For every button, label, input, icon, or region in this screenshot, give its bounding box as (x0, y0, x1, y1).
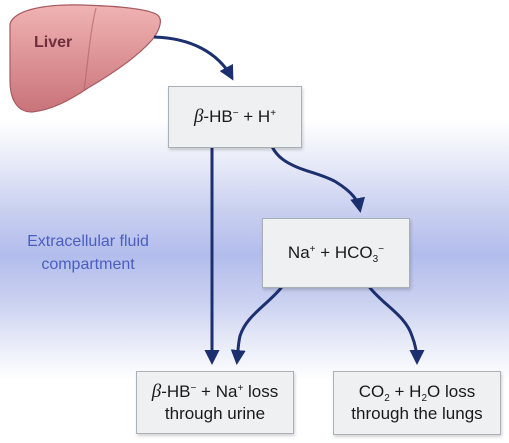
co2-subscript: 2 (384, 393, 390, 404)
plus-h-text: + H (238, 107, 271, 126)
region-label-line2: compartment (41, 256, 135, 273)
na-text: Na (287, 243, 310, 262)
arrow-middle-to-right (358, 269, 425, 365)
liver-label: Liver (34, 34, 73, 51)
loss-text: loss (243, 381, 279, 401)
plus-hco-text: + HCO (315, 243, 373, 262)
beta-symbol: β (193, 106, 204, 127)
beta-hb-h-box: β-HB− + H+ (168, 86, 302, 148)
region-label: Extracellular fluid compartment (8, 230, 168, 276)
region-label-line1: Extracellular fluid (27, 233, 149, 250)
h2-subscript: 2 (421, 393, 428, 404)
lungs-loss-box: CO2 + H2O loss through the lungs (333, 371, 501, 435)
na-charge-left: + (237, 382, 244, 394)
na-charge: + (309, 244, 316, 255)
h-charge: + (270, 108, 277, 119)
lungs-line: through the lungs (351, 404, 483, 423)
hb-charge: − (232, 108, 239, 119)
liver-illustration (9, 4, 161, 113)
co-text: CO (358, 382, 385, 401)
beta-symbol-left: β (151, 380, 162, 402)
hco3-subscript: 3 (372, 254, 379, 265)
urine-loss-box: β-HB− + Na+ loss through urine (136, 371, 294, 434)
arrow-liver-to-top (153, 35, 234, 81)
plus-na-text: + Na (196, 381, 238, 401)
hb-charge-left: − (190, 382, 197, 394)
urine-line: through urine (164, 403, 266, 423)
hb-text-left: -HB (161, 381, 191, 401)
o-loss-text: O loss (427, 382, 476, 401)
plus-h2-text: + H (389, 382, 422, 401)
arrow-middle-to-left (230, 269, 294, 365)
hco3-charge: − (378, 244, 385, 255)
na-hco3-box: Na+ + HCO3− (262, 218, 410, 288)
hb-text: -HB (203, 107, 233, 126)
arrow-top-to-middle (266, 129, 365, 213)
